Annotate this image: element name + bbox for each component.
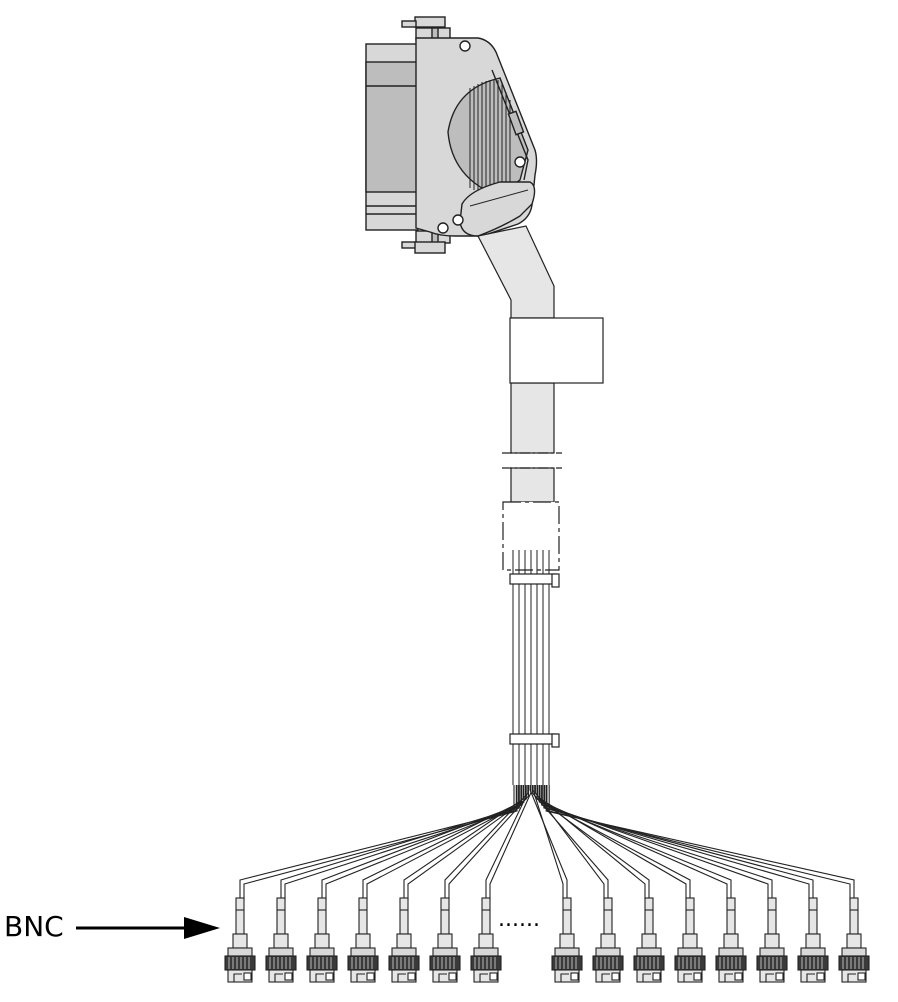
fanout-wire bbox=[543, 785, 814, 900]
mating-face bbox=[365, 43, 419, 231]
fanout-wire-edge bbox=[325, 785, 523, 900]
bnc-connector bbox=[551, 897, 583, 983]
fanout-wire bbox=[529, 785, 568, 900]
fanout-wire bbox=[239, 785, 515, 900]
fanout-wire-edge bbox=[243, 785, 518, 900]
bnc-connector bbox=[347, 897, 379, 983]
strain-relief-clamp bbox=[459, 181, 536, 237]
cable-tie bbox=[509, 573, 560, 588]
bnc-connector bbox=[388, 897, 420, 983]
fanout-wire-edge bbox=[546, 785, 810, 900]
fanout-wire bbox=[531, 785, 609, 900]
fanout-wire-edge bbox=[544, 785, 769, 900]
label-sleeve bbox=[509, 317, 604, 384]
bnc-connector bbox=[306, 897, 338, 983]
bnc-connector bbox=[756, 897, 788, 983]
fanout-wire-edge bbox=[407, 785, 527, 900]
fanout-wire-edge bbox=[541, 785, 728, 900]
fanout-wire bbox=[403, 785, 524, 900]
fanout-wire-edge bbox=[448, 785, 530, 900]
fanout-wire-edge bbox=[532, 785, 564, 900]
fanout-wire bbox=[362, 785, 522, 900]
hood-edge bbox=[491, 69, 529, 181]
fanout-wire-edge bbox=[539, 785, 687, 900]
core-bundle bbox=[509, 550, 560, 785]
bnc-connector-row bbox=[224, 897, 870, 983]
fanout-wire-edge bbox=[548, 785, 851, 900]
callout-arrow-head bbox=[184, 917, 220, 939]
bnc-connector bbox=[429, 897, 461, 983]
grip-ribs bbox=[469, 79, 511, 195]
bnc-connector bbox=[715, 897, 747, 983]
fanout-wire-edge bbox=[489, 785, 532, 900]
top-jack-screw bbox=[401, 16, 451, 41]
fanout-wire bbox=[538, 785, 732, 900]
bnc-connector bbox=[265, 897, 297, 983]
fanout-wire bbox=[541, 785, 773, 900]
fanout-wire-edge bbox=[366, 785, 525, 900]
cable-tie bbox=[509, 733, 560, 748]
bnc-connector bbox=[674, 897, 706, 983]
fanout-wire bbox=[444, 785, 527, 900]
fanout-wire bbox=[545, 785, 855, 900]
ellipsis-text: ...... bbox=[498, 907, 540, 932]
fanout-wires bbox=[239, 785, 855, 900]
bnc-connector bbox=[224, 897, 256, 983]
bnc-connector bbox=[592, 897, 624, 983]
bnc-connector bbox=[797, 897, 829, 983]
dsub-connector bbox=[365, 16, 538, 254]
fanout-wire bbox=[280, 785, 517, 900]
fanout-wire-edge bbox=[534, 785, 605, 900]
fanout-wire bbox=[485, 785, 529, 900]
bnc-connector bbox=[470, 897, 502, 983]
fanout-wire bbox=[321, 785, 520, 900]
main-cable bbox=[477, 225, 604, 571]
bnc-connector bbox=[633, 897, 665, 983]
bnc-connector bbox=[838, 897, 870, 983]
bnc-label: BNC bbox=[4, 910, 64, 943]
bnc-callout: BNC bbox=[4, 910, 220, 943]
fanout-wire bbox=[536, 785, 691, 900]
fanout-wire bbox=[534, 785, 650, 900]
fanout-wire-edge bbox=[284, 785, 520, 900]
fanout-wire-edge bbox=[537, 785, 646, 900]
